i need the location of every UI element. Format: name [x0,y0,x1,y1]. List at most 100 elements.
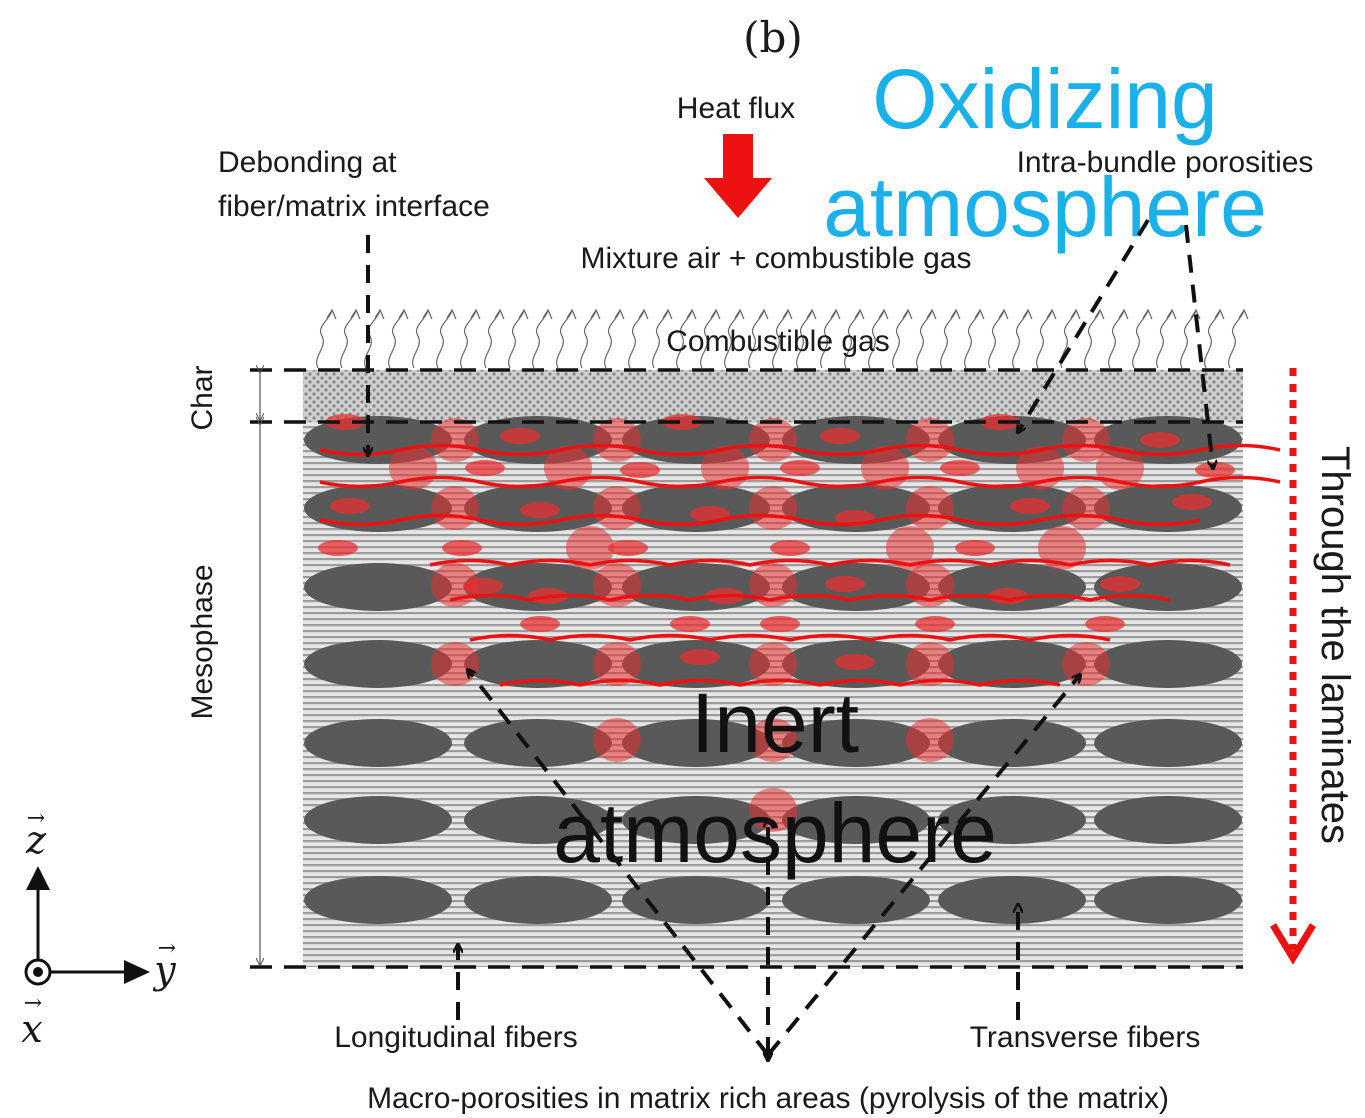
panel-label: (b) [743,13,803,62]
macro-porosity [593,418,641,462]
gas-wave-arrow [724,309,741,369]
gas-wave-arrow [772,309,789,369]
gas-wave-arrow [508,309,525,369]
gas-arrow-head [374,308,385,320]
fiber-bundle [938,719,1086,767]
gas-arrow-head [1070,308,1081,320]
gas-arrow-head [1118,308,1129,320]
intra-bundle-porosity [662,414,702,430]
gas-arrow-head [326,308,337,320]
fiber-bundle [464,876,612,924]
gas-arrow-head [518,308,529,320]
gas-wave-arrow [580,309,597,369]
gas-wave-arrow [460,309,477,369]
crack-line [469,633,1111,642]
intra-bundle-porosity [1172,494,1212,510]
crack-line [319,443,1281,457]
gas-arrow-head [494,308,505,320]
macro-porosity [431,418,479,462]
fiber-bundle [938,640,1086,688]
oxidizing-title-line1: Oxidizing [872,52,1217,146]
gas-arrow-head [758,308,769,320]
gas-wave-arrow [868,309,885,369]
gas-arrow-head [1094,308,1105,320]
macro-porosity [431,486,479,530]
gas-wave-arrow [1180,309,1197,369]
macro-porosity [749,418,797,462]
crack-line [429,558,1231,567]
gas-wave-arrow [1132,309,1149,369]
gas-wave-arrow [820,309,837,369]
gas-arrow-head [566,308,577,320]
intra-bundle-porosity [760,616,800,632]
fiber-bundle [938,796,1086,844]
gas-arrow-head [926,308,937,320]
fiber-bundle [1094,719,1242,767]
gas-wave-arrow [1204,309,1221,369]
fiber-bundle [1094,640,1242,688]
intra-bundle-porosity [330,498,370,514]
macro-porosity [749,486,797,530]
gas-wave-arrow [796,309,813,369]
longitudinal-fibers-label: Longitudinal fibers [334,1021,578,1054]
gas-wave-arrow [916,309,933,369]
fiber-bundle [1094,563,1242,611]
intra-bundle-porosity [825,576,865,592]
fiber-bundle [782,484,930,532]
heat-flux-label: Heat flux [677,92,795,125]
intra-bundle-porosity [820,428,860,444]
gas-arrow-head [1190,308,1201,320]
gas-arrow-head [782,308,793,320]
intra-bundle-porosity [620,462,660,478]
intra-bundle-porosity [318,540,358,556]
macro-porosity [906,718,954,762]
svg-text:→: → [27,806,45,831]
gas-arrow-head [998,308,1009,320]
gas-wave-arrow [700,309,717,369]
gas-wave-arrow [388,309,405,369]
gas-arrow-head [638,308,649,320]
porosity-areas [318,414,1235,832]
fiber-bundle [304,796,452,844]
gas-wave-arrow [1156,309,1173,369]
intra-bundle-porosity [500,428,540,444]
macro-porosity [749,642,797,686]
macro-porosity [906,642,954,686]
through-laminates-label: Through the laminates [1313,446,1357,844]
gas-arrow-head [614,308,625,320]
axis-x-label: x → [21,991,42,1051]
gas-wave-arrow [628,309,645,369]
fiber-bundle [622,876,770,924]
intra-bundle-porosity [463,578,503,594]
macro-porosity [1038,526,1086,570]
intra-bundle-porosity [520,502,560,518]
gas-arrow-head [950,308,961,320]
macro-porosity [593,563,641,607]
gas-arrow-head [590,308,601,320]
gas-wave-arrow [676,309,693,369]
inert-title-line1: Inert [691,676,859,770]
fiber-bundle [622,484,770,532]
intra-bundle-porosity [325,414,365,430]
svg-text:x: x [21,1007,42,1051]
macro-porosity [1062,486,1110,530]
intra-bundle-porosity [955,540,995,556]
svg-text:→: → [24,991,42,1016]
transverse-fibers-label: Transverse fibers [970,1021,1201,1054]
gas-arrow-head [710,308,721,320]
gas-arrow-head [902,308,913,320]
macro-porosity [593,642,641,686]
fiber-bundle [1094,796,1242,844]
macro-porosity [749,788,797,832]
gas-wave-arrow [316,309,333,369]
gas-arrow-head [470,308,481,320]
fiber-bundle [304,719,452,767]
crack-line [449,593,1171,602]
gas-wave-arrow [964,309,981,369]
intra-bundle-porosity [690,506,730,522]
axis-z-label: z → [25,806,47,862]
pointer-arrows [368,218,1213,1060]
intra-bundle-porosity [1010,498,1050,514]
axis-y-label: y → [152,936,176,992]
fiber-bundle [304,876,452,924]
